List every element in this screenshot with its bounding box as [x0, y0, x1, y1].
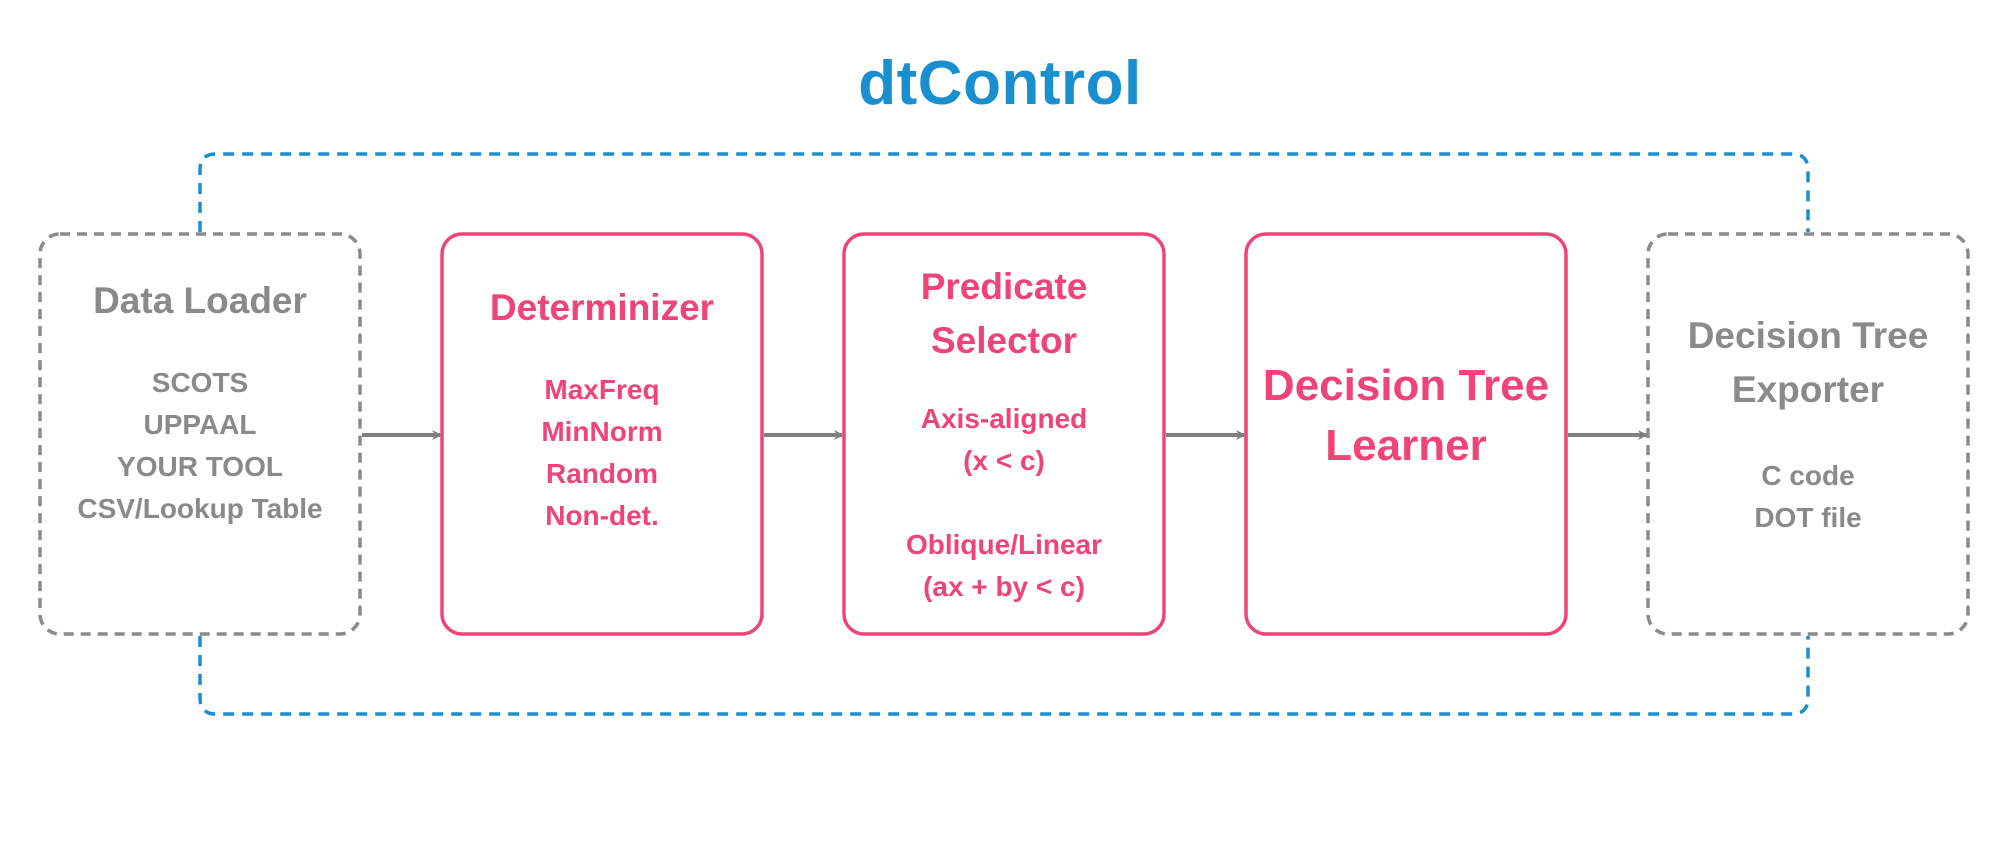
title-line: Exporter: [1731, 369, 1885, 410]
title-line: Decision Tree: [1687, 315, 1929, 356]
predicate-selector-box: Predicate Selector Axis-aligned (x < c) …: [844, 234, 1164, 634]
dtcontrol-bracket-bottom: [198, 636, 1810, 716]
title-line: Predicate: [920, 266, 1088, 307]
predicate-option: Axis-aligned: [920, 403, 1088, 434]
title-line: Selector: [930, 320, 1077, 361]
title-line: Learner: [1325, 421, 1487, 470]
source-item: UPPAAL: [143, 409, 257, 440]
determinizer-option: Non-det.: [545, 500, 659, 531]
title-line: Decision Tree: [1262, 361, 1550, 410]
data-loader-sources: SCOTS UPPAAL YOUR TOOL CSV/Lookup Table: [77, 362, 322, 530]
source-item: YOUR TOOL: [117, 451, 283, 482]
source-item: CSV/Lookup Table: [77, 493, 323, 524]
dtcontrol-bracket-top: [198, 152, 1810, 232]
export-format: DOT file: [1754, 502, 1862, 533]
export-format: C code: [1761, 460, 1855, 491]
determinizer-options: MaxFreq MinNorm Random Non-det.: [541, 369, 662, 537]
predicate-options: Axis-aligned (x < c) Oblique/Linear (ax …: [906, 398, 1102, 608]
determinizer-title: Determinizer: [489, 287, 715, 328]
determinizer-option: MinNorm: [541, 416, 663, 447]
predicate-group: Oblique/Linear (ax + by < c): [906, 524, 1102, 608]
determinizer-option: MaxFreq: [544, 374, 660, 405]
predicate-selector-border: [842, 232, 1166, 636]
exporter-border: [1646, 232, 1970, 636]
learner-box: Decision Tree Learner: [1246, 234, 1566, 634]
predicate-selector-title: Predicate Selector: [921, 260, 1088, 368]
predicate-option: (ax + by < c): [923, 571, 1085, 602]
determinizer-border: [440, 232, 764, 636]
data-loader-border: [38, 232, 362, 636]
source-item: SCOTS: [151, 367, 249, 398]
data-loader-title: Data Loader: [93, 280, 307, 321]
predicate-option: (x < c): [963, 445, 1045, 476]
learner-title: Decision Tree Learner: [1263, 356, 1549, 476]
determinizer-box: Determinizer MaxFreq MinNorm Random Non-…: [442, 234, 762, 634]
data-loader-box: Data Loader SCOTS UPPAAL YOUR TOOL CSV/L…: [40, 234, 360, 634]
exporter-box: Decision Tree Exporter C code DOT file: [1648, 234, 1968, 634]
determinizer-option: Random: [545, 458, 658, 489]
diagram-title: dtControl: [858, 49, 1142, 118]
learner-border: [1244, 232, 1568, 636]
predicate-group: Axis-aligned (x < c): [906, 398, 1102, 482]
exporter-formats: C code DOT file: [1754, 455, 1861, 539]
exporter-title: Decision Tree Exporter: [1688, 309, 1929, 417]
predicate-option: Oblique/Linear: [905, 529, 1103, 560]
